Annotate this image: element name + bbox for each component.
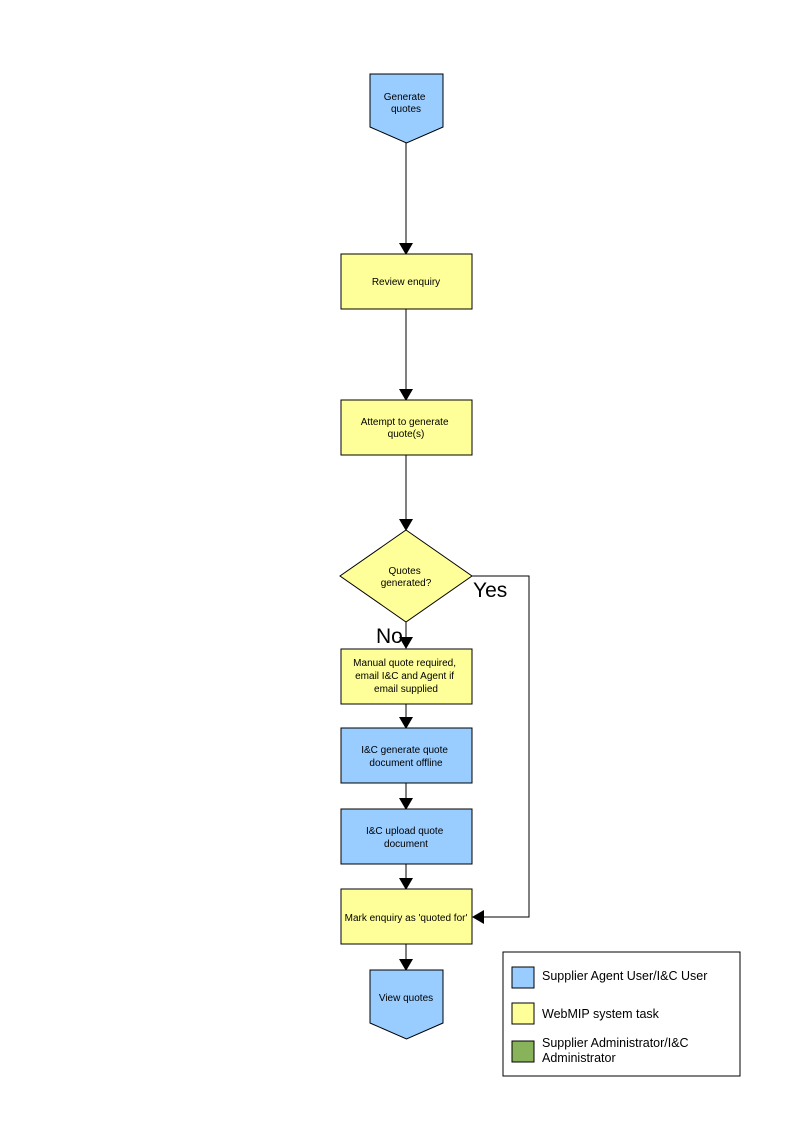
- node-ic-generate-line-2: document offline: [369, 758, 443, 769]
- node-attempt-generate: Attempt to generate quote(s): [340, 399, 473, 456]
- node-decision-line-1: Quotes: [388, 566, 420, 577]
- node-decision-shape: [339, 529, 473, 623]
- connectors: [399, 143, 530, 971]
- node-manual-quote: Manual quote required, email I&C and Age…: [340, 648, 473, 705]
- node-view-quotes-shape: [369, 969, 444, 1040]
- node-mark-enquiry-line-1: Mark enquiry as 'quoted for': [345, 913, 468, 924]
- node-review-enquiry-shape: [340, 253, 473, 310]
- svg-text:View quotes: View quotes: [379, 993, 433, 1004]
- node-decision-line-2: generated?: [381, 578, 432, 589]
- node-manual-quote-line-3: email supplied: [374, 684, 438, 695]
- node-attempt-generate-shape: [340, 399, 473, 456]
- node-review-enquiry-line-1: Review enquiry: [372, 277, 440, 288]
- node-attempt-generate-line-2: quote(s): [388, 429, 425, 440]
- branch-no-label: No: [376, 625, 403, 648]
- svg-text:WebMIP system task: WebMIP system task: [542, 1007, 660, 1021]
- branch-yes-label: Yes: [473, 579, 507, 602]
- legend-label-green-line-1: Supplier Administrator/I&C: [542, 1036, 689, 1050]
- legend-label-green-line-2: Administrator: [542, 1051, 616, 1065]
- svg-text:I&C generate quote docum: I&C generate quote document offline: [361, 745, 451, 769]
- node-ic-upload-line-2: document: [384, 839, 428, 850]
- node-view-quotes: View quotes: [369, 969, 444, 1040]
- svg-text:Supplier Administrator/I&C: Supplier Administrator/I&C Administrator: [542, 1036, 692, 1065]
- svg-text:Manual quote required, e: Manual quote required, email I&C and Age…: [353, 658, 459, 695]
- node-generate-quotes-shape: [369, 73, 444, 144]
- node-ic-generate-line-1: I&C generate quote: [361, 745, 448, 756]
- connector-yes-branch: [472, 575, 530, 924]
- legend-swatch-blue: [511, 966, 535, 989]
- legend-swatch-yellow: [511, 1002, 535, 1025]
- legend-label-yellow: WebMIP system task: [542, 1007, 660, 1021]
- node-mark-enquiry: Mark enquiry as 'quoted for': [340, 888, 473, 945]
- node-generate-quotes-line-1: Generate: [384, 92, 426, 103]
- node-ic-upload-line-1: I&C upload quote: [366, 826, 444, 837]
- node-generate-quotes-line-2: quotes: [391, 104, 421, 115]
- node-manual-quote-shape: [340, 648, 473, 705]
- svg-text:Attempt to generate quot: Attempt to generate quote(s): [361, 417, 452, 440]
- node-generate-quotes: Generate quotes: [369, 73, 444, 144]
- node-review-enquiry: Review enquiry: [340, 253, 473, 310]
- node-attempt-generate-line-1: Attempt to generate: [361, 417, 449, 428]
- node-manual-quote-line-1: Manual quote required,: [353, 658, 456, 669]
- node-ic-upload: I&C upload quote document: [340, 808, 473, 865]
- node-manual-quote-line-2: email I&C and Agent if: [355, 671, 454, 682]
- node-mark-enquiry-shape: [340, 888, 473, 945]
- node-view-quotes-line-1: View quotes: [379, 993, 433, 1004]
- legend-swatch-green: [511, 1040, 535, 1063]
- svg-text:Quotes generated?: Quotes generated?: [381, 566, 432, 589]
- legend-box: [502, 951, 741, 1077]
- svg-text:Generate quotes: Generate quotes: [384, 92, 428, 115]
- svg-text:Review enquiry: Review enquiry: [372, 277, 440, 288]
- node-ic-generate: I&C generate quote document offline: [340, 727, 473, 784]
- svg-text:Supplier Agent User/I&C User: Supplier Agent User/I&C User: [542, 969, 707, 983]
- legend-label-blue: Supplier Agent User/I&C User: [542, 969, 707, 983]
- svg-text:I&C upload quote documen: I&C upload quote document: [366, 826, 446, 850]
- node-decision: Quotes generated?: [339, 529, 473, 623]
- node-ic-generate-shape: [340, 727, 473, 784]
- svg-text:Mark enquiry as 'quoted for': Mark enquiry as 'quoted for': [345, 913, 468, 924]
- node-ic-upload-shape: [340, 808, 473, 865]
- legend: Supplier Agent User/I&C User WebMIP syst…: [502, 951, 741, 1077]
